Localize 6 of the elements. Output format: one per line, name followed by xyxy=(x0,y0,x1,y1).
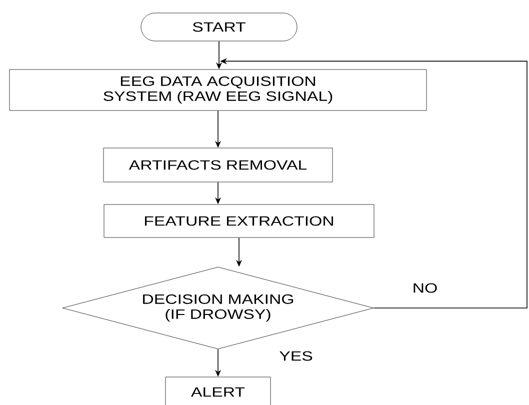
edge-label: YES xyxy=(280,351,312,361)
process-box: ALERT xyxy=(165,376,271,405)
edge-label: NO xyxy=(414,283,437,293)
process-box: ARTIFACTS REMOVAL xyxy=(103,148,333,182)
process-box: FEATURE EXTRACTION xyxy=(104,204,374,238)
process-box: EEG DATA ACQUISITION SYSTEM (RAW EEG SIGNAL) xyxy=(9,69,427,111)
